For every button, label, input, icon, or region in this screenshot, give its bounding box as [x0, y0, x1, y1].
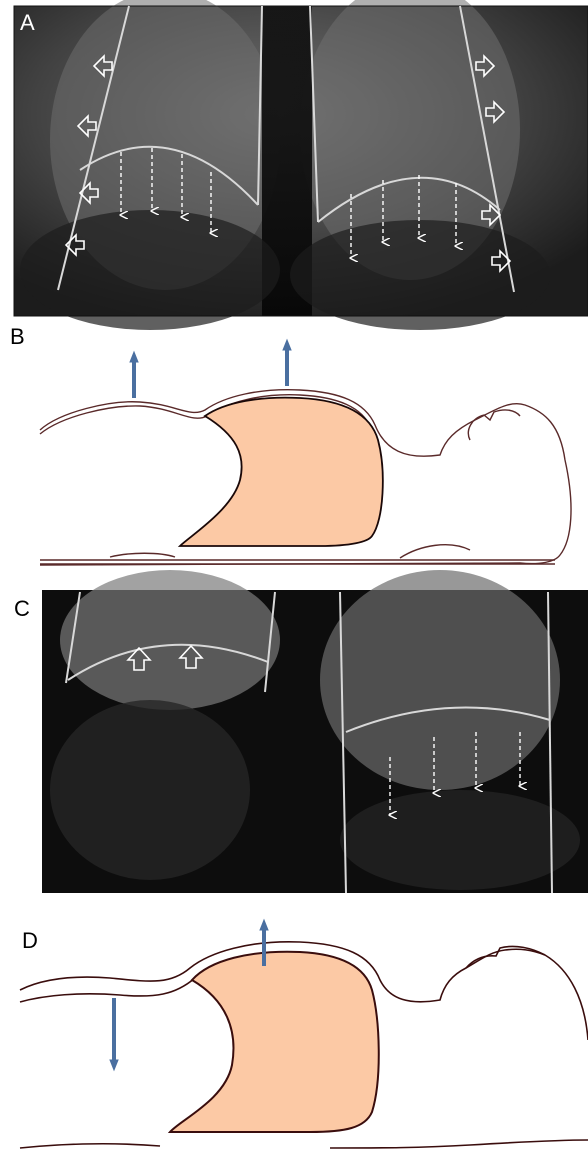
panel-label-a: A: [20, 12, 35, 34]
down-arrow-head-icon: [110, 1060, 118, 1070]
lung-shape: [180, 398, 383, 546]
panel-label-c: C: [14, 598, 30, 620]
lung-shape: [170, 952, 379, 1132]
up-arrow-head-icon: [130, 352, 138, 362]
up-arrow-head-icon: [260, 920, 268, 930]
panel-b-blue-arrows: [130, 340, 291, 398]
table-surface: [20, 1144, 160, 1148]
panel-label-b: B: [10, 326, 25, 348]
up-arrow-head-icon: [283, 340, 291, 350]
panel-b-lung: [180, 398, 383, 546]
hip-bump: [400, 545, 470, 558]
panel-c-radiograph: [42, 570, 588, 893]
shoulder-bump: [110, 553, 175, 557]
table-surface: [40, 560, 555, 564]
panel-a-radiograph: [14, 0, 588, 330]
face-profile: [468, 410, 520, 440]
panel-d-lung: [170, 952, 379, 1132]
panel-label-d: D: [22, 930, 38, 952]
